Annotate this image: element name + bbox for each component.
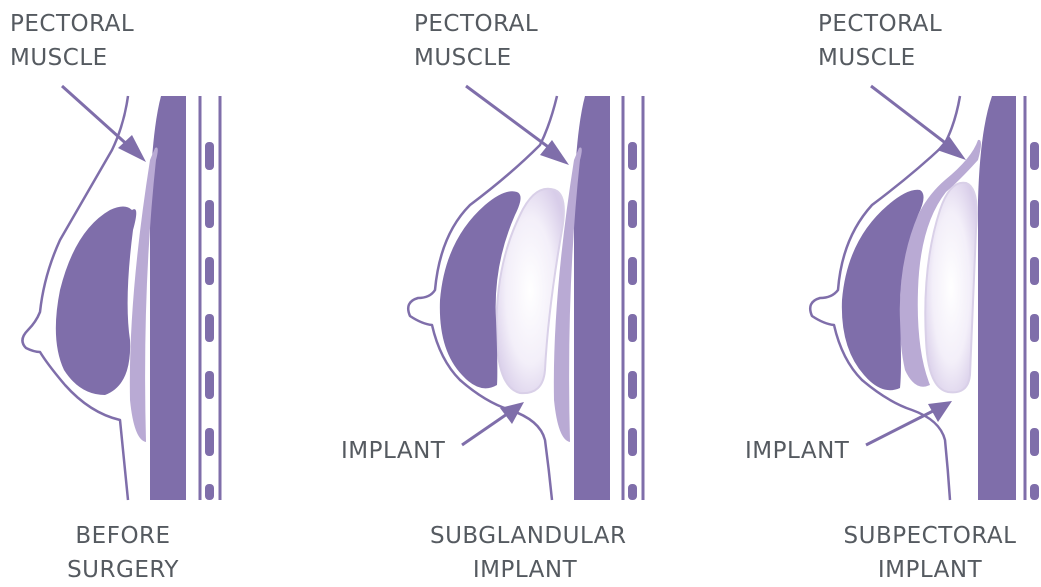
caption-line2: SURGERY <box>58 553 188 587</box>
caption-line2: IMPLANT <box>430 553 620 587</box>
implant-label-subglandular: IMPLANT <box>341 434 445 468</box>
caption-line1: SUBGLANDULAR <box>430 519 620 553</box>
caption-line1: SUBPECTORAL <box>840 519 1020 553</box>
chest-wall <box>978 96 1016 500</box>
pectoral-muscle-label-line2: MUSCLE <box>10 41 134 75</box>
muscle-arrow <box>466 86 569 165</box>
pectoral-muscle-label-2: PECTORAL MUSCLE <box>414 7 538 75</box>
pectoral-muscle-label-1: PECTORAL MUSCLE <box>10 7 134 75</box>
ribcage <box>200 96 220 500</box>
muscle-arrow <box>871 86 966 160</box>
caption-line1: BEFORE <box>58 519 188 553</box>
implant <box>925 183 977 393</box>
pectoral-muscle-label-3: PECTORAL MUSCLE <box>818 7 942 75</box>
pectoral-muscle-label-line2: MUSCLE <box>818 41 942 75</box>
caption-before-surgery: BEFORE SURGERY <box>58 519 188 587</box>
pectoral-muscle-label-line1: PECTORAL <box>414 7 538 41</box>
panel-before-surgery <box>22 86 220 500</box>
pectoral-muscle-label-line2: MUSCLE <box>414 41 538 75</box>
caption-line2: IMPLANT <box>840 553 1020 587</box>
implant-label-subpectoral: IMPLANT <box>745 434 849 468</box>
implant-arrow <box>462 402 524 445</box>
pectoral-muscle-label-line1: PECTORAL <box>10 7 134 41</box>
caption-subglandular: SUBGLANDULAR IMPLANT <box>430 519 620 587</box>
caption-subpectoral: SUBPECTORAL IMPLANT <box>840 519 1020 587</box>
implant-arrow <box>866 401 952 445</box>
pectoral-muscle-label-line1: PECTORAL <box>818 7 942 41</box>
muscle-arrow <box>62 86 146 162</box>
ribcage <box>623 96 643 500</box>
ribcage <box>1025 96 1041 500</box>
mammary-gland <box>56 207 136 396</box>
